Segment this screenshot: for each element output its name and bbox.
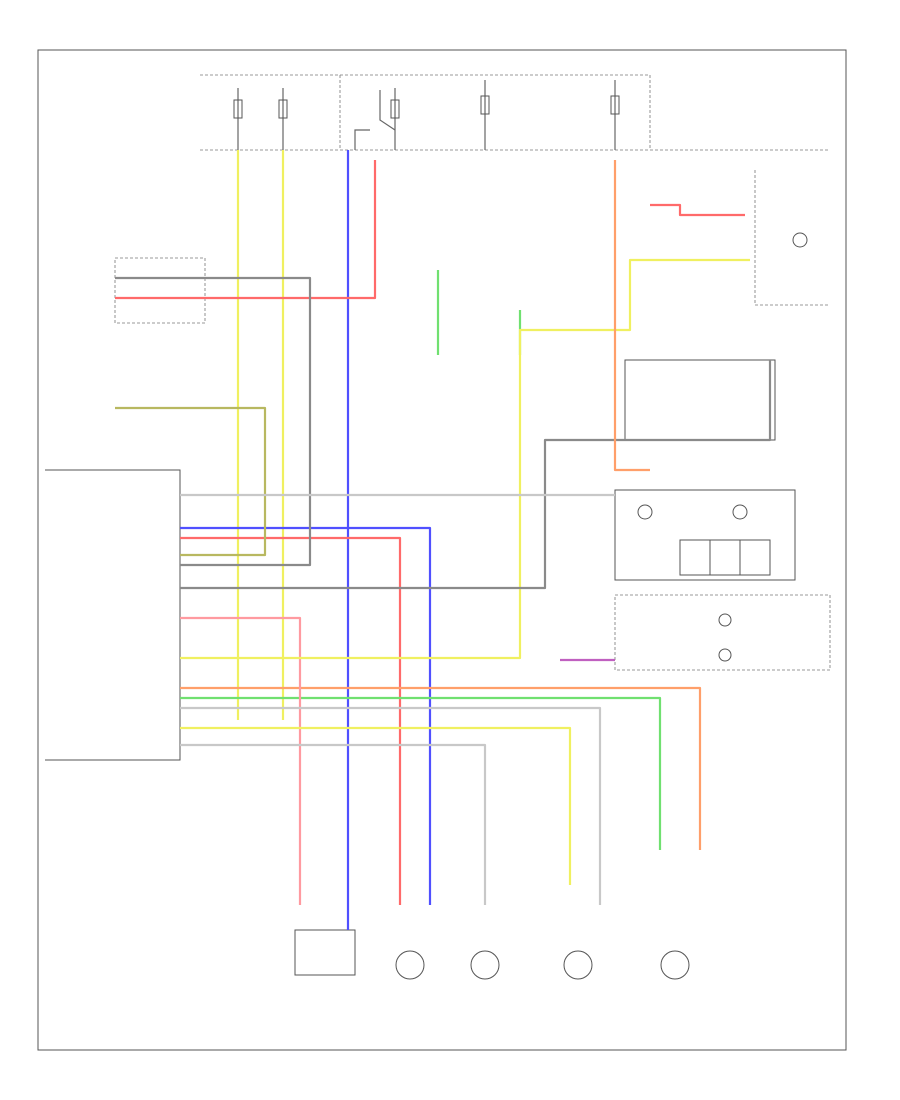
lamp-icon (792, 232, 808, 248)
abs-lamp-icon (732, 504, 748, 520)
fuse-4 (480, 80, 490, 150)
fuse-panel (200, 74, 830, 151)
fuse-1 (233, 88, 243, 150)
wire-traces (115, 150, 772, 930)
wire-red-2 (650, 203, 745, 217)
fuse-2 (278, 88, 288, 150)
wire-green-brake (436, 270, 522, 355)
brake-switch-box (624, 359, 776, 441)
abs-relay (354, 90, 396, 150)
wheel-sensor-left-rear (395, 950, 425, 980)
g-sensor (294, 929, 356, 976)
fuse-3 (390, 88, 400, 150)
wire-olive (115, 406, 267, 557)
junction-connector (114, 257, 206, 324)
wire-lightgrey (180, 493, 615, 905)
wire-orange (180, 686, 702, 850)
diagram-frame (37, 49, 847, 1051)
wire-grey (115, 276, 312, 567)
wheel-sensor-right-rear (563, 950, 593, 980)
wire-blue (180, 150, 432, 930)
wire-pink (180, 616, 302, 905)
warning-lamp-icon (637, 504, 653, 520)
wire-grey-2 (180, 360, 772, 590)
wheel-sensor-left-front (470, 950, 500, 980)
abs-control-module (45, 469, 181, 761)
fuse-5 (610, 80, 620, 150)
wire-green (180, 696, 662, 850)
tachometer-box (754, 170, 830, 306)
wire-yellow-3 (180, 726, 572, 885)
wire-yellow-4 (180, 258, 750, 660)
wheel-sensor-right-front (660, 950, 690, 980)
wire-orange-2 (613, 160, 650, 472)
instrument-cluster (614, 489, 831, 671)
wire-red (115, 160, 402, 905)
